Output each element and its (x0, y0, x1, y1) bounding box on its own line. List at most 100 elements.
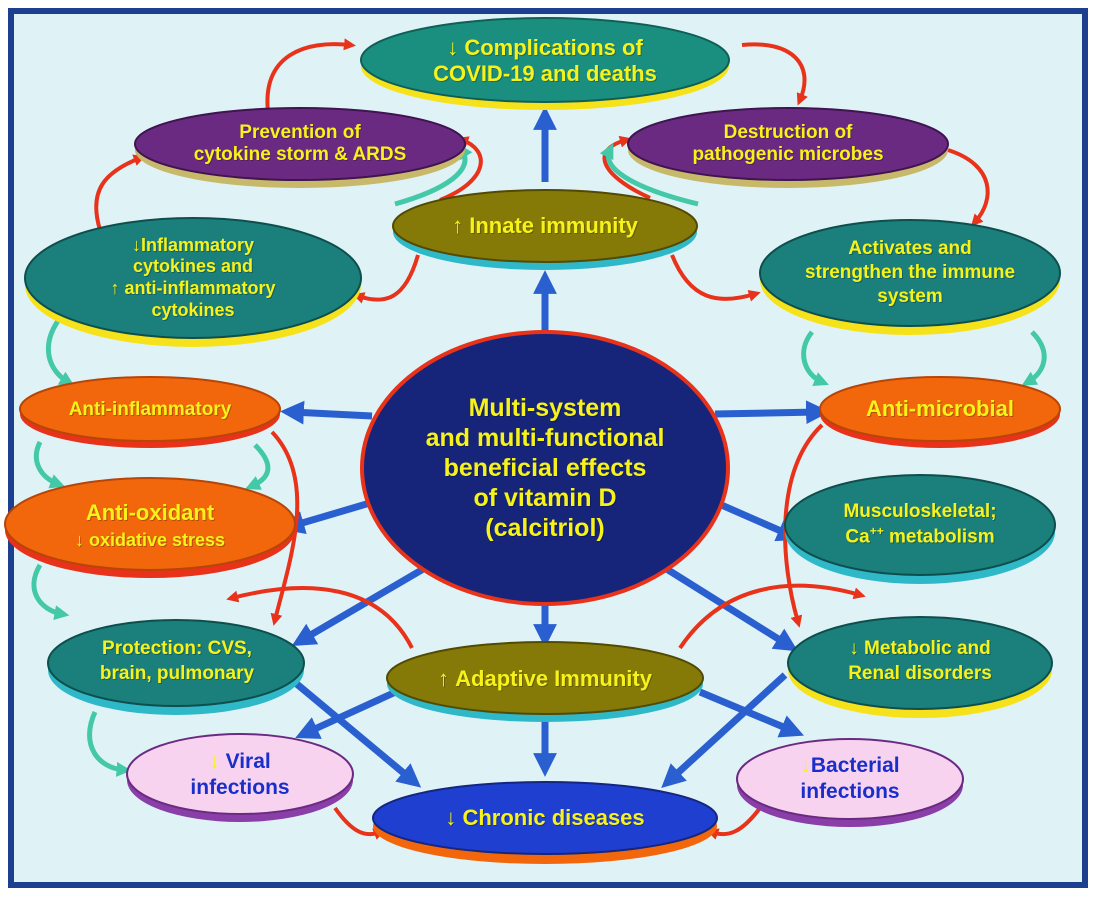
adaptive-label: ↑ Adaptive Immunity (395, 656, 695, 702)
musculoskeletal-label: Musculoskeletal; Ca++ metabolism (795, 492, 1045, 558)
curve-innate-to-destruction-green (599, 143, 699, 207)
arrow-metabolic-to-chronic (661, 672, 788, 789)
curve-anti-oxidant-to-protection (31, 563, 70, 621)
curve-bacterial-to-chronic (706, 806, 762, 840)
anti-microbial-text: Anti-microbial (866, 396, 1014, 422)
anti-inflammatory-label: Anti-inflammatory (30, 392, 270, 428)
curve-activates-to-anti-microbial-1 (801, 330, 829, 387)
arrow-to-anti-microbial (714, 400, 830, 425)
center-line-4: of vitamin D (473, 484, 617, 512)
arrow-to-protection (291, 564, 427, 647)
destruction-line-1: Destruction of (723, 121, 853, 143)
curve-cytokine-to-covid (265, 38, 356, 113)
inflammatory-label: ↓Inflammatory cytokines and ↑ anti-infla… (45, 222, 341, 334)
musculoskeletal-line-2: metabolism (889, 526, 995, 548)
curve-destruction-to-activates (947, 148, 990, 227)
up-arrow-icon: ↑ (110, 278, 120, 298)
activates-label: Activates and strengthen the immune syst… (770, 226, 1050, 320)
cyan-curves (31, 143, 1047, 777)
bacterial-line-1: Bacterial (810, 753, 900, 777)
curve-innate-to-activates (670, 254, 761, 302)
cytokine-storm-line-1: Prevention of (239, 121, 361, 143)
curve-anti-inflammatory-to-anti-oxidant-1 (33, 440, 66, 489)
curve-adaptive-to-anti-oxidant (226, 586, 414, 649)
node-musculoskeletal (784, 474, 1056, 584)
metabolic-label: ↓ Metabolic and Renal disorders (795, 628, 1045, 696)
curve-protection-to-viral (87, 710, 132, 777)
viral-label: ↓ Viral infections (140, 742, 340, 808)
activates-line-2: strengthen the immune (804, 262, 1016, 284)
anti-microbial-label: Anti-microbial (830, 390, 1050, 428)
activates-line-3: system (877, 285, 943, 307)
metabolic-line-2: Renal disorders (848, 663, 992, 684)
destruction-line-2: pathogenic microbes (692, 144, 884, 165)
node-activates (759, 219, 1061, 335)
covid-line-2: COVID-19 and deaths (433, 61, 657, 86)
inflammatory-line-4: cytokines (151, 299, 235, 320)
curve-innate-to-destruction (602, 135, 651, 200)
musculoskeletal-line-1: Musculoskeletal; (843, 500, 997, 522)
node-destruction (627, 107, 949, 188)
up-arrow-icon: ↑ (452, 213, 464, 239)
center-line-5: (calcitriol) (485, 514, 605, 542)
curve-innate-to-cytokine-green (394, 143, 473, 207)
metabolic-line-1: Metabolic and (864, 638, 991, 660)
covid-line-1: Complications of (464, 35, 643, 61)
inflammatory-line-3: anti-inflammatory (124, 278, 276, 298)
node-innate (392, 189, 698, 270)
node-protection (47, 619, 305, 715)
adaptive-text: Adaptive Immunity (455, 666, 652, 692)
chronic-label: ↓ Chronic diseases (390, 796, 700, 840)
inflammatory-line-2: cytokines and (132, 256, 254, 277)
anti-inflammatory-text: Anti-inflammatory (68, 398, 232, 420)
activates-line-1: Activates and (848, 238, 972, 260)
center-label: Multi-system and multi-functional benefi… (380, 348, 710, 588)
inflammatory-line-1: Inflammatory (140, 234, 255, 255)
node-chronic (372, 781, 718, 864)
center-line-1: Multi-system (468, 394, 622, 422)
curve-innate-to-inflammatory (352, 254, 420, 304)
arrow-to-metabolic (663, 565, 799, 652)
arrow-adaptive-to-viral (295, 686, 402, 739)
center-ellipse (360, 330, 730, 606)
red-curves (94, 38, 990, 840)
center-line-2: and multi-functional (425, 424, 665, 452)
down-arrow-icon: ↓ (849, 638, 859, 660)
curve-covid-to-destruction (741, 42, 808, 106)
node-cytokine-storm (134, 107, 466, 188)
down-arrow-icon: ↓ (800, 753, 811, 777)
arrow-protection-to-chronic (289, 677, 422, 788)
arrow-to-anti-inflammatory (280, 400, 373, 425)
down-arrow-icon: ↓ (74, 529, 84, 550)
curve-activates-to-anti-microbial-2 (1021, 330, 1047, 386)
cytokine-storm-label: Prevention of cytokine storm & ARDS (150, 112, 450, 176)
cytokine-storm-line-2: cytokine storm & ARDS (193, 144, 407, 165)
curve-adaptive-to-musculoskeletal (678, 583, 866, 650)
node-covid (360, 17, 730, 110)
down-arrow-icon: ↓ (131, 234, 141, 255)
anti-oxidant-label: Anti-oxidant ↓ oxidative stress (20, 490, 280, 560)
down-arrow-icon: ↓ (447, 35, 459, 61)
bacterial-line-2: infections (800, 780, 900, 803)
arrow-to-musculoskeletal (708, 496, 801, 542)
innate-label: ↑ Innate immunity (400, 202, 690, 250)
protection-line-1: Protection: CVS, (102, 638, 252, 660)
down-arrow-icon: ↓ (445, 805, 457, 831)
center-line-3: beneficial effects (443, 454, 647, 482)
arrow-to-anti-oxidant (280, 496, 381, 535)
node-metabolic (787, 616, 1053, 718)
up-arrow-icon: ↑ (438, 666, 450, 692)
curve-anti-inflammatory-to-anti-oxidant-2 (245, 443, 271, 490)
node-adaptive (386, 641, 704, 722)
node-inflammatory (24, 217, 362, 347)
protection-label: Protection: CVS, brain, pulmonary (55, 628, 299, 696)
node-bacterial (736, 738, 964, 827)
anti-oxidant-line-2: oxidative stress (88, 529, 226, 550)
viral-line-2: infections (190, 776, 290, 799)
destruction-label: Destruction of pathogenic microbes (640, 112, 936, 176)
curve-inflammatory-to-anti-inflammatory (45, 316, 75, 386)
chronic-text: Chronic diseases (462, 805, 645, 831)
bacterial-label: ↓Bacterial infections (750, 746, 950, 812)
protection-line-2: brain, pulmonary (99, 663, 255, 684)
